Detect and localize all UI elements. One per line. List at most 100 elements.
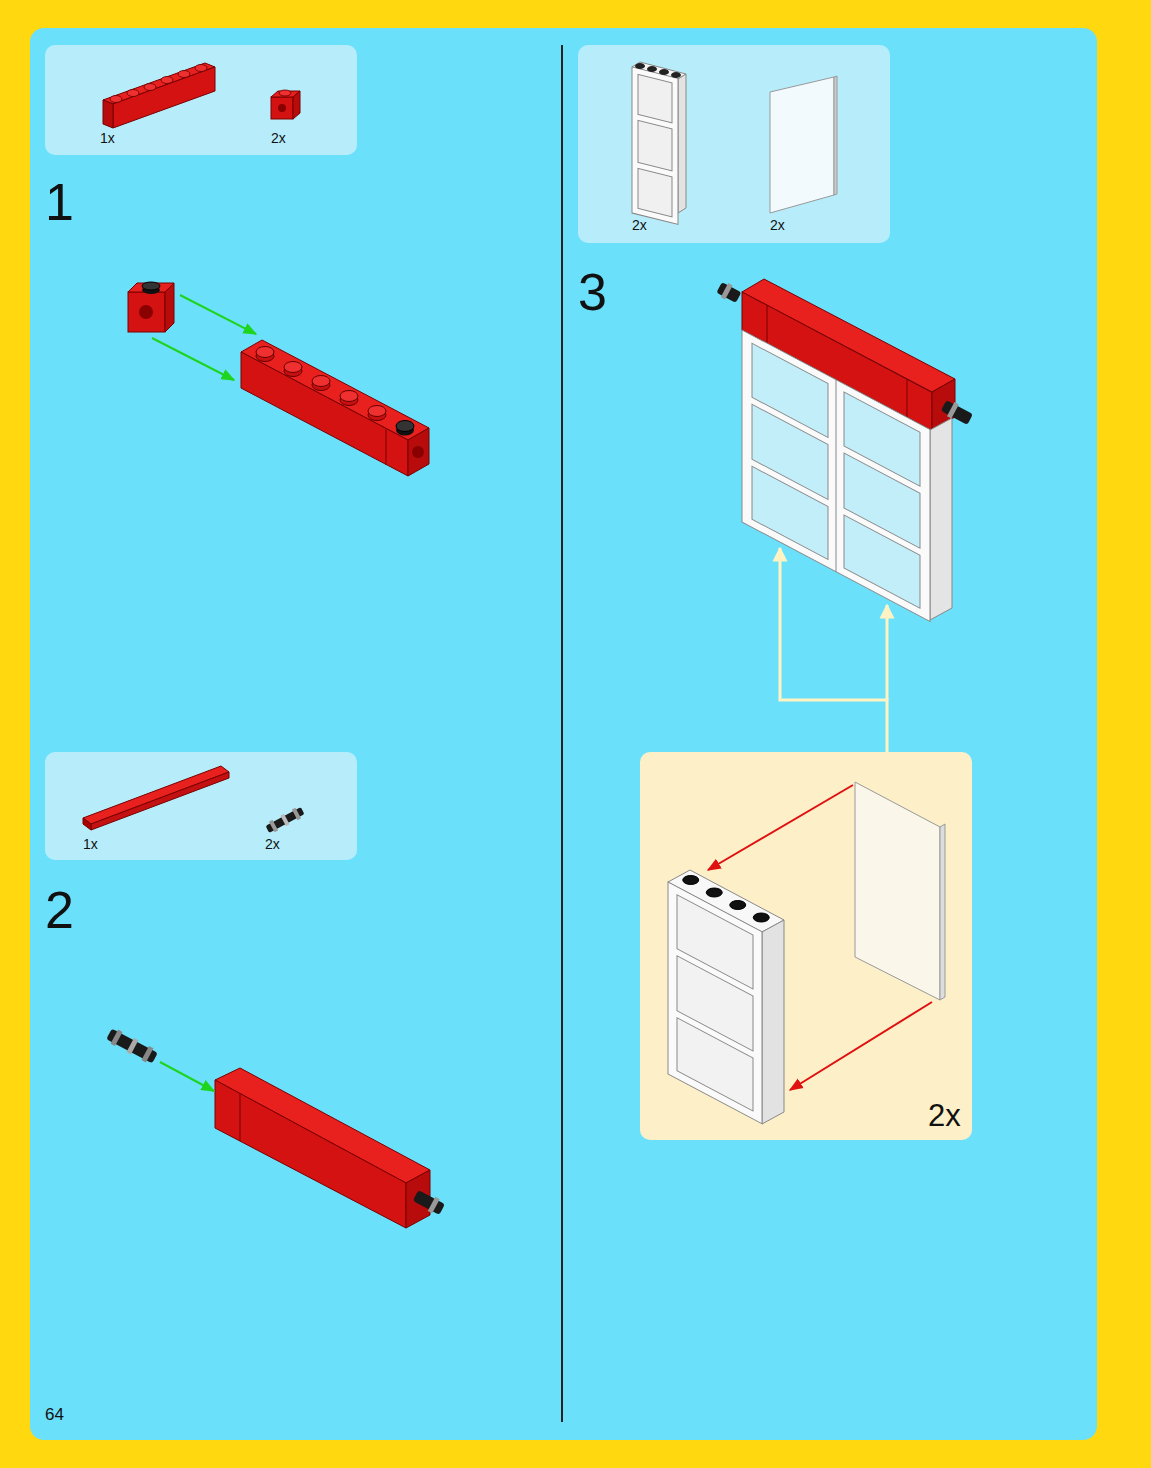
callout-illustration [640, 752, 972, 1140]
parts-illustration [83, 818, 91, 830]
step3-window [752, 466, 828, 559]
parts-illustration [671, 72, 681, 78]
step1-brick-1x1 [128, 282, 174, 332]
step3-window [940, 398, 974, 426]
parts-illustration [271, 97, 293, 119]
parts-box: 2x 2x [578, 45, 890, 243]
panel [30, 28, 1097, 1440]
parts-illustration [638, 168, 672, 216]
parts-illustration [127, 90, 139, 97]
parts-illustration [269, 820, 278, 832]
parts-illustration [678, 74, 686, 213]
step-number: 2 [45, 884, 74, 936]
step2-assembly [141, 1046, 153, 1062]
step3-window [742, 330, 930, 622]
parts-illustration [638, 120, 672, 170]
callout-arrows [780, 548, 887, 752]
parts-illustration [144, 84, 156, 91]
parts-illustration [635, 63, 645, 69]
step1-assembly [408, 428, 429, 476]
step3-window [947, 402, 959, 418]
step2-assembly [126, 1038, 138, 1054]
parts-illustration [45, 45, 357, 155]
step3-window [715, 280, 742, 304]
callout-arrows [886, 605, 889, 700]
step2-assembly [215, 1080, 406, 1228]
parts-illustration [83, 766, 229, 824]
quantity-label: 2x [928, 1098, 961, 1134]
parts-illustration [292, 808, 301, 820]
parts-illustration [578, 45, 890, 243]
callout-illustration [668, 882, 762, 1124]
step1-brick-1x1 [139, 305, 153, 319]
callout-illustration [677, 1018, 753, 1111]
step3-window [752, 343, 920, 608]
step1-assembly [312, 376, 330, 387]
green-arrows [152, 338, 234, 380]
parts-illustration [110, 96, 122, 103]
step1-assembly [340, 391, 358, 402]
step1-assembly [256, 351, 386, 421]
part-count: 2x [271, 130, 286, 146]
callout-illustration [708, 785, 853, 870]
step3-window [766, 305, 767, 343]
part-count: 1x [100, 130, 115, 146]
parts-illustration [265, 807, 304, 833]
green-arrows [152, 295, 256, 380]
step3-window [930, 418, 952, 620]
parts-illustration [278, 104, 286, 112]
step2-assembly [106, 1028, 158, 1063]
parts-illustration [178, 71, 190, 78]
divider [561, 45, 563, 1422]
step2-assembly [105, 1027, 446, 1228]
callout-illustration [706, 888, 722, 897]
callout-illustration [683, 876, 699, 885]
parts-illustration [632, 67, 678, 224]
step3-window [835, 380, 836, 572]
callout-illustration [677, 895, 753, 1111]
step2-assembly [105, 1027, 158, 1066]
parts-illustration [638, 74, 672, 122]
callout-illustration [790, 1002, 932, 1090]
parts-illustration [91, 772, 229, 830]
step2-assembly [428, 1197, 440, 1213]
step3-window [742, 330, 930, 622]
step-number: 1 [45, 176, 74, 228]
step1-assembly [284, 362, 302, 373]
step2-assembly [240, 1093, 241, 1141]
step-number: 3 [578, 266, 607, 318]
parts-illustration [265, 805, 306, 834]
callout-illustration [753, 913, 769, 922]
step1-assembly [241, 340, 429, 476]
callout-illustration [855, 782, 940, 1000]
part-count: 2x [632, 217, 647, 233]
step1-assembly [256, 347, 386, 417]
parts-illustration [161, 77, 173, 84]
step1-assembly [412, 446, 424, 458]
step1-assembly [396, 421, 414, 432]
callout-arrows [780, 548, 887, 752]
step2-assembly [111, 1030, 123, 1046]
step2-assembly [413, 1190, 445, 1215]
step1-brick-1x1 [142, 282, 160, 290]
step3-window [844, 515, 920, 608]
parts-illustration [647, 66, 657, 72]
step3-window [721, 283, 733, 299]
parts-box: 1x2x [45, 752, 357, 860]
step3-window [906, 379, 907, 417]
step1-assembly [386, 429, 387, 465]
step2-assembly [160, 1062, 214, 1091]
step2-assembly [412, 1188, 446, 1216]
callout-illustration [730, 901, 746, 910]
part-count: 2x [770, 217, 785, 233]
parts-illustration [110, 65, 207, 103]
callout-illustration [683, 876, 770, 923]
part-count: 2x [265, 836, 280, 852]
callout-illustration [940, 824, 945, 1000]
step1-assembly [256, 347, 274, 358]
step1-brick-1x1 [128, 292, 165, 332]
step1-assembly [241, 352, 408, 476]
callout-illustration [668, 882, 762, 1124]
